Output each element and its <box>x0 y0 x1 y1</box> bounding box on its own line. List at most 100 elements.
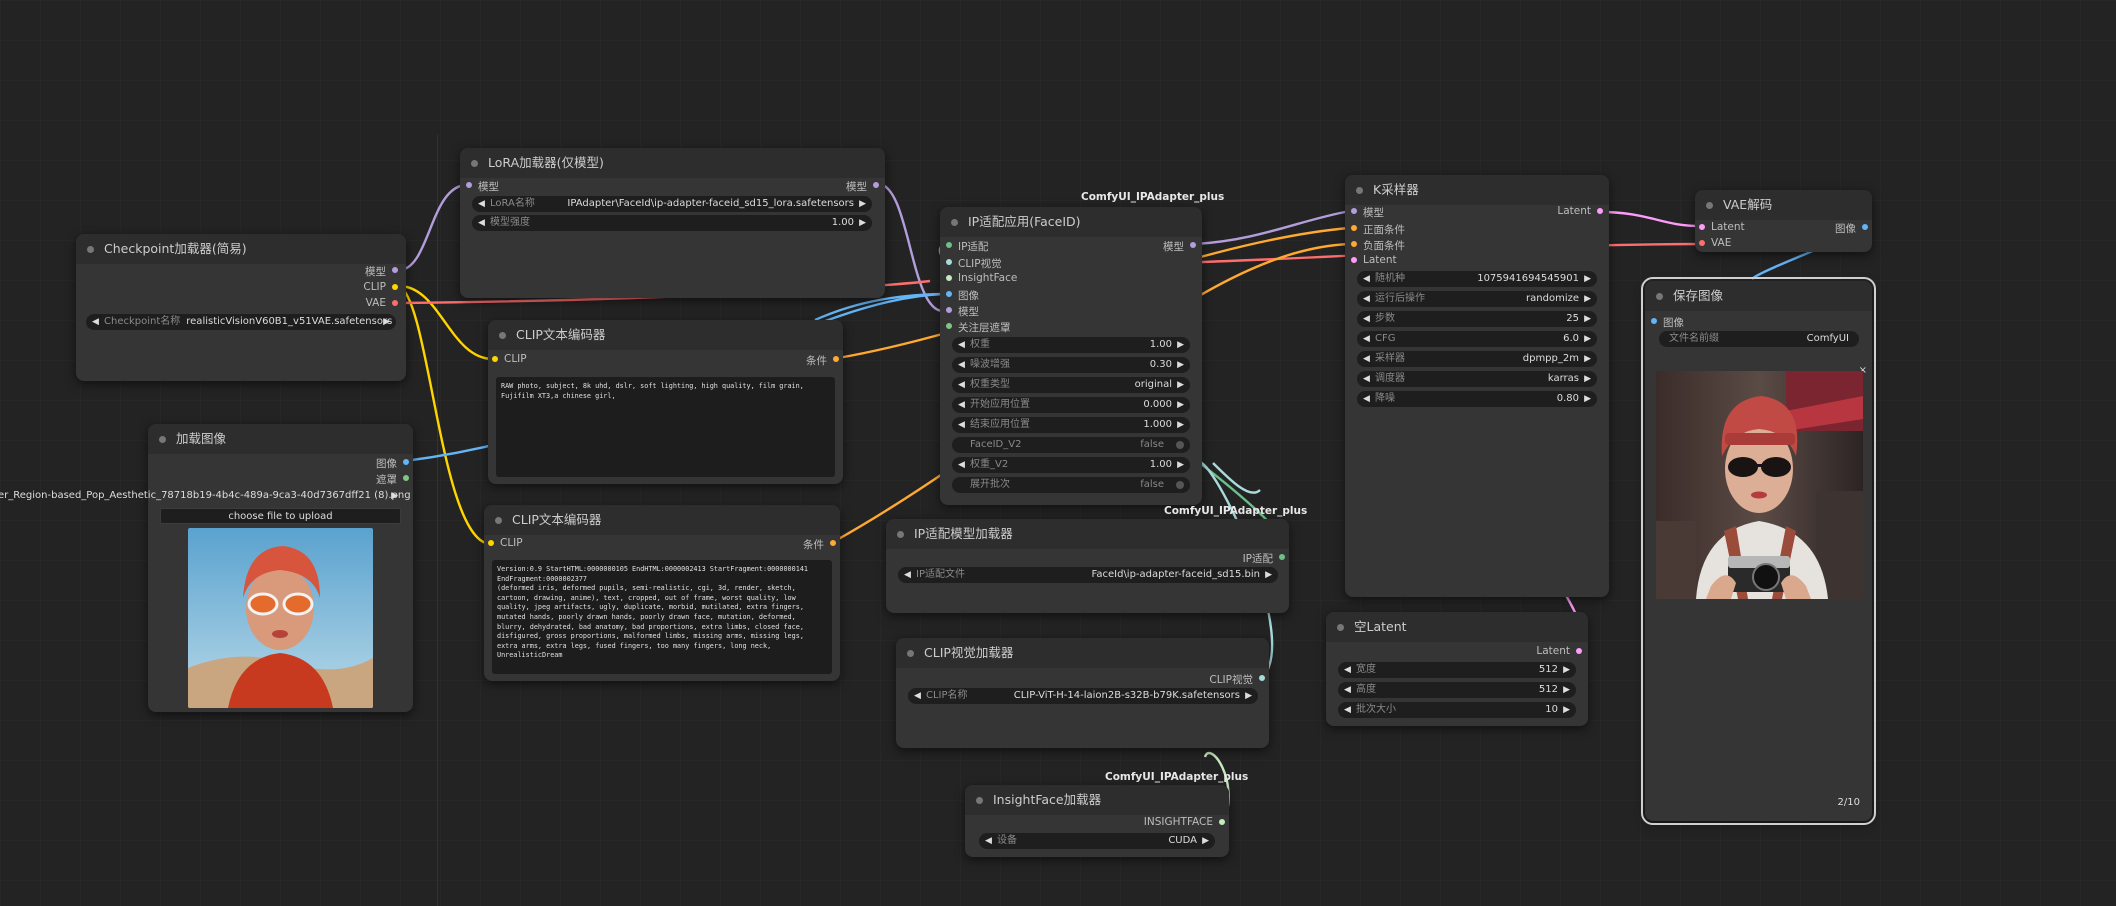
arrow-right-icon[interactable]: ▶ <box>1563 705 1570 715</box>
arrow-left-icon[interactable]: ◀ <box>1363 354 1370 364</box>
node-title-bar[interactable]: VAE解码 <box>1695 190 1872 220</box>
node-title-bar[interactable]: IP适配模型加载器 <box>886 519 1289 549</box>
close-preview-icon[interactable]: × <box>1858 365 1867 376</box>
arrow-right-icon[interactable]: ▶ <box>859 218 866 228</box>
arrow-left-icon[interactable]: ◀ <box>1363 334 1370 344</box>
node-title-bar[interactable]: CLIP文本编码器 <box>488 320 843 350</box>
input-clipvision[interactable]: CLIP视觉 <box>944 256 1002 271</box>
arrow-right-icon[interactable]: ▶ <box>1245 691 1252 701</box>
arrow-left-icon[interactable]: ◀ <box>92 317 99 327</box>
arrow-right-icon[interactable]: ▶ <box>1584 374 1591 384</box>
input-ipadapter[interactable]: IP适配 <box>944 239 988 254</box>
arrow-left-icon[interactable]: ◀ <box>914 691 921 701</box>
arrow-left-icon[interactable]: ◀ <box>1363 274 1370 284</box>
node-vae-decode[interactable]: VAE解码 Latent VAE 图像 <box>1695 190 1872 252</box>
arrow-right-icon[interactable]: ▶ <box>1177 400 1184 410</box>
arrow-left-icon[interactable]: ◀ <box>1363 314 1370 324</box>
arrow-left-icon[interactable]: ◀ <box>985 836 992 846</box>
negative-prompt-textarea[interactable]: Version:0.9 StartHTML:0000000105 EndHTML… <box>492 560 832 674</box>
input-clip[interactable]: CLIP <box>486 537 523 549</box>
collapse-dot-icon[interactable] <box>499 332 506 339</box>
toggle-knob[interactable] <box>1176 481 1184 489</box>
output-image-preview[interactable] <box>1656 371 1863 599</box>
node-title-bar[interactable]: 空Latent <box>1326 612 1588 642</box>
input-attn-mask[interactable]: 关注层遮罩 <box>944 320 1011 335</box>
arrow-right-icon[interactable]: ▶ <box>1584 394 1591 404</box>
arrow-right-icon[interactable]: ▶ <box>1265 570 1272 580</box>
upload-button[interactable]: choose file to upload <box>160 508 401 524</box>
input-positive[interactable]: 正面条件 <box>1349 222 1405 237</box>
arrow-left-icon[interactable]: ◀ <box>958 400 965 410</box>
node-title-bar[interactable]: LoRA加载器(仅模型) <box>460 148 885 178</box>
arrow-right-icon[interactable]: ▶ <box>383 317 390 327</box>
output-image[interactable]: 图像 <box>376 456 411 471</box>
arrow-right-icon[interactable]: ▶ <box>1177 460 1184 470</box>
arrow-right-icon[interactable]: ▶ <box>1584 334 1591 344</box>
node-checkpoint-loader[interactable]: Checkpoint加载器(简易) 模型 CLIP VAE ◀Checkpoin… <box>76 234 406 381</box>
input-latent[interactable]: Latent <box>1697 221 1745 233</box>
arrow-left-icon[interactable]: ◀ <box>1344 685 1351 695</box>
arrow-right-icon[interactable]: ▶ <box>1202 836 1209 846</box>
arrow-right-icon[interactable]: ▶ <box>1584 294 1591 304</box>
node-clip-text-positive[interactable]: CLIP文本编码器 CLIP 条件 RAW photo, subject, 8k… <box>488 320 843 484</box>
arrow-left-icon[interactable]: ◀ <box>958 380 965 390</box>
node-title-bar[interactable]: IP适配应用(FaceID) <box>940 207 1202 237</box>
arrow-right-icon[interactable]: ▶ <box>859 199 866 209</box>
output-latent[interactable]: Latent <box>1536 645 1584 657</box>
output-clip[interactable]: CLIP <box>363 281 400 293</box>
output-model[interactable]: 模型 <box>365 264 400 279</box>
prompt-textarea[interactable]: RAW photo, subject, 8k uhd, dslr, soft l… <box>496 377 835 477</box>
output-image[interactable]: 图像 <box>1835 221 1870 236</box>
arrow-right-icon[interactable]: ▶ <box>1584 274 1591 284</box>
node-clip-text-negative[interactable]: CLIP文本编码器 CLIP 条件 Version:0.9 StartHTML:… <box>484 505 840 681</box>
input-insightface[interactable]: InsightFace <box>944 272 1017 284</box>
arrow-left-icon[interactable]: ◀ <box>958 420 965 430</box>
input-latent[interactable]: Latent <box>1349 254 1397 266</box>
collapse-dot-icon[interactable] <box>1706 202 1713 209</box>
input-model[interactable]: 模型 <box>944 304 979 319</box>
node-title-bar[interactable]: 加载图像 <box>148 424 413 454</box>
arrow-right-icon[interactable]: ▶ <box>1584 354 1591 364</box>
collapse-dot-icon[interactable] <box>976 797 983 804</box>
output-mask[interactable]: 遮罩 <box>376 472 411 487</box>
input-clip[interactable]: CLIP <box>490 353 527 365</box>
arrow-left-icon[interactable]: ◀ <box>1363 394 1370 404</box>
node-title-bar[interactable]: CLIP视觉加载器 <box>896 638 1269 668</box>
output-ipadapter[interactable]: IP适配 <box>1243 551 1287 566</box>
arrow-left-icon[interactable]: ◀ <box>904 570 911 580</box>
arrow-right-icon[interactable]: ▶ <box>1563 685 1570 695</box>
node-title-bar[interactable]: 保存图像 <box>1645 281 1872 311</box>
arrow-right-icon[interactable]: ▶ <box>1177 360 1184 370</box>
output-model[interactable]: 模型 <box>846 179 881 194</box>
arrow-right-icon[interactable]: ▶ <box>1584 314 1591 324</box>
output-conditioning[interactable]: 条件 <box>803 537 838 552</box>
arrow-left-icon[interactable]: ◀ <box>1344 705 1351 715</box>
collapse-dot-icon[interactable] <box>159 436 166 443</box>
collapse-dot-icon[interactable] <box>951 219 958 226</box>
collapse-dot-icon[interactable] <box>897 531 904 538</box>
collapse-dot-icon[interactable] <box>471 160 478 167</box>
node-title-bar[interactable]: CLIP文本编码器 <box>484 505 840 535</box>
arrow-right-icon[interactable]: ▶ <box>1177 340 1184 350</box>
collapse-dot-icon[interactable] <box>87 246 94 253</box>
arrow-left-icon[interactable]: ◀ <box>478 199 485 209</box>
node-ipadapter-faceid[interactable]: IP适配应用(FaceID) IP适配 CLIP视觉 InsightFace 图… <box>940 207 1202 505</box>
output-vae[interactable]: VAE <box>366 297 400 309</box>
toggle-knob[interactable] <box>1176 441 1184 449</box>
input-model[interactable]: 模型 <box>1349 205 1384 220</box>
